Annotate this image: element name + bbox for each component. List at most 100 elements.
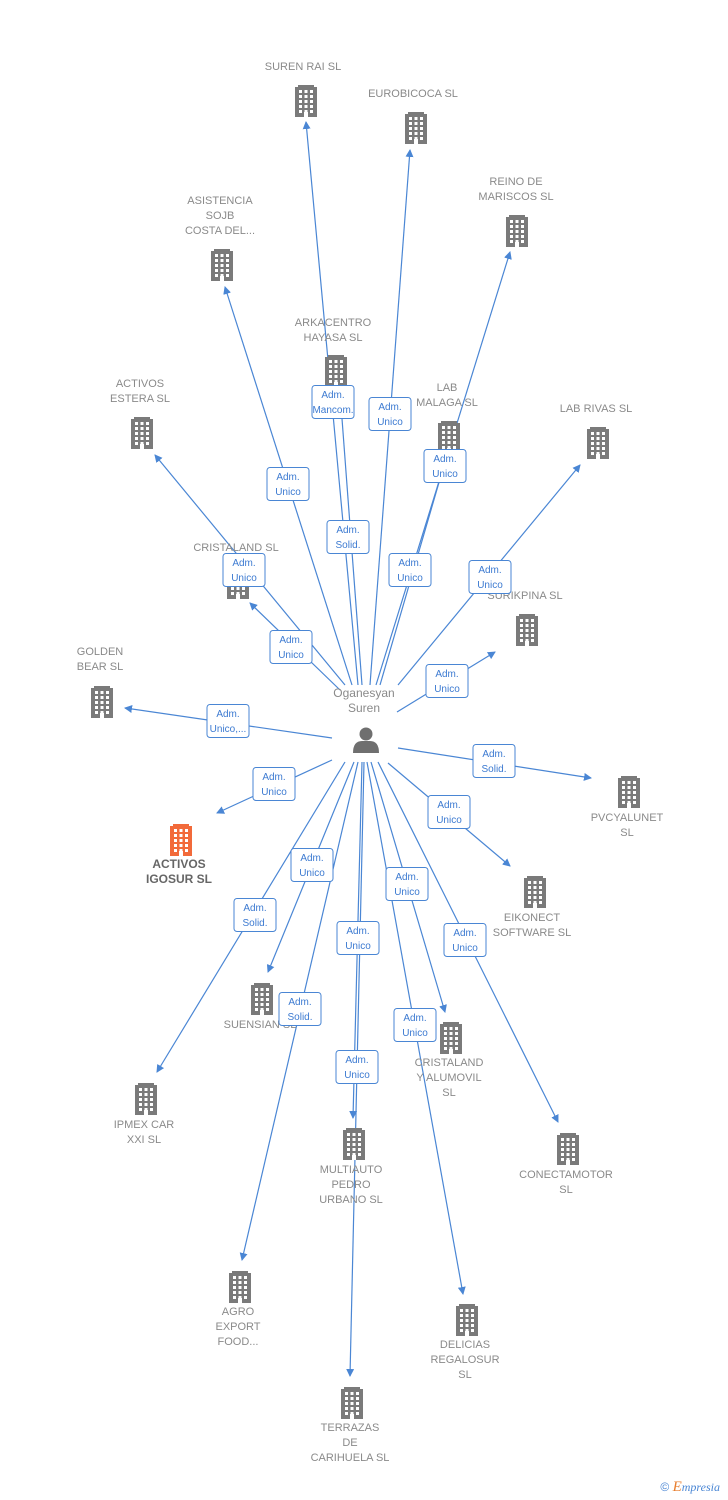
edge-label-golden-bear[interactable]: Adm.Unico,... [206, 704, 250, 738]
edge-label-terrazas-carihuela[interactable]: Adm. Unico [335, 1050, 379, 1084]
company-name: FOOD... [218, 1336, 259, 1348]
edge-label-box [385, 867, 429, 901]
company-node-lab-rivas[interactable]: LAB RIVAS SL [560, 403, 633, 459]
edge-label-lab-rivas[interactable]: Adm.Unico [468, 560, 512, 594]
edge-label-multiauto[interactable]: Adm.Unico [336, 921, 380, 955]
building-icon [516, 614, 538, 646]
edge-label-text: Adm. [262, 772, 285, 783]
edge-label-suensian[interactable]: Adm.Unico [290, 848, 334, 882]
building-icon [91, 686, 113, 718]
company-name: XXI SL [127, 1134, 161, 1146]
edge-label-text: Adm. [321, 390, 344, 401]
edge-label-text: Unico [452, 943, 478, 954]
edge-label-agro-export[interactable]: Adm.Solid. [278, 992, 322, 1026]
company-name: ACTIVOS [116, 378, 164, 390]
edge-label-suren-rai[interactable]: Adm.Mancom. [311, 385, 355, 419]
building-icon [295, 85, 317, 117]
edge-label-arkacentro-hayasa[interactable]: Adm. Solid. [326, 520, 370, 554]
building-icon [251, 983, 273, 1015]
edge-label-text: Unico [275, 487, 301, 498]
edge-label-text: Unico,... [210, 724, 247, 735]
edge-label-eikonect[interactable]: Adm. Unico [427, 795, 471, 829]
edge-label-conectamotor[interactable]: Adm.Unico [443, 923, 487, 957]
nodes-layer: SUREN RAI SL EUROBICOCA SL REINO DEMARISCO… [77, 61, 664, 1464]
edge-label-box [335, 1050, 379, 1084]
building-icon [135, 1083, 157, 1115]
building-icon [587, 427, 609, 459]
edge-label-cristaland[interactable]: Adm.Unico [269, 630, 313, 664]
edge-label-text: Adm. [345, 1055, 368, 1066]
edge-label-text: Adm. [243, 903, 266, 914]
company-name: CONECTAMOTOR [519, 1169, 613, 1181]
company-node-agro-export[interactable]: AGROEXPORTFOOD... [215, 1271, 261, 1348]
edge-label-text: Unico [436, 815, 462, 826]
edge-label-eurobicoca[interactable]: Adm.Unico [368, 397, 412, 431]
edge-label-text: Solid. [287, 1012, 312, 1023]
company-name: DE [342, 1437, 357, 1449]
company-name: MULTIAUTO [320, 1164, 383, 1176]
brand-initial: E [672, 1479, 682, 1495]
edge-label-box [266, 467, 310, 501]
building-icon [456, 1304, 478, 1336]
edge-label-box [427, 795, 471, 829]
company-name: URBANO SL [319, 1194, 383, 1206]
building-icon [211, 249, 233, 281]
edge-label-box [468, 560, 512, 594]
edge-label-activos-igosur[interactable]: Adm.Unico [252, 767, 296, 801]
edge-label-text: Adm. [232, 558, 255, 569]
edge-label-text: Adm. [395, 872, 418, 883]
edge-label-box [278, 992, 322, 1026]
company-node-suren-rai[interactable]: SUREN RAI SL [265, 61, 341, 117]
edge-label-text: Unico [231, 573, 257, 584]
building-icon [131, 417, 153, 449]
edge-label-text: Unico [434, 684, 460, 695]
company-name: MARISCOS SL [478, 191, 553, 203]
edge-label-ipmex-car[interactable]: Adm. Solid. [233, 898, 277, 932]
edge-label-text: Adm. [482, 749, 505, 760]
edge-label-text: Solid. [481, 764, 506, 775]
company-node-suensian[interactable]: SUENSIAN SL [224, 983, 297, 1031]
company-name: ARKACENTRO [295, 317, 372, 329]
edge-label-box [311, 385, 355, 419]
edge-label-asistencia-sojb[interactable]: Adm.Unico [266, 467, 310, 501]
edge-label-box [269, 630, 313, 664]
edge-label-text: Unico [299, 868, 325, 879]
company-name: LAB [437, 382, 458, 394]
edge-label-lab-malaga[interactable]: Adm.Unico [388, 553, 432, 587]
edge-label-delicias-regalosur[interactable]: Adm.Unico [393, 1008, 437, 1042]
edge-label-text: Unico [344, 1070, 370, 1081]
edge-label-text: Solid. [242, 918, 267, 929]
company-name: DELICIAS [440, 1339, 490, 1351]
edge-label-activos-estera[interactable]: Adm. Unico [222, 553, 266, 587]
edge-label-surikpina[interactable]: Adm.Unico [425, 664, 469, 698]
building-icon [524, 876, 546, 908]
edge-label-box [393, 1008, 437, 1042]
company-name: CRISTALAND [415, 1057, 484, 1069]
edge-label-reino-de-mariscos[interactable]: Adm.Unico [423, 449, 467, 483]
company-node-surikpina[interactable]: SURIKPINA SL [487, 590, 563, 646]
edge-label-text: Adm. [437, 800, 460, 811]
company-node-eurobicoca[interactable]: EUROBICOCA SL [368, 88, 458, 144]
edge-label-text: Solid. [335, 540, 360, 551]
edge-label-pvcyalunet[interactable]: Adm. Solid. [472, 744, 516, 778]
edge-label-cristaland-alumovil[interactable]: Adm.Unico [385, 867, 429, 901]
company-name: Y ALUMOVIL [416, 1072, 481, 1084]
edge-label-box [368, 397, 412, 431]
edge-label-text: Adm. [336, 525, 359, 536]
